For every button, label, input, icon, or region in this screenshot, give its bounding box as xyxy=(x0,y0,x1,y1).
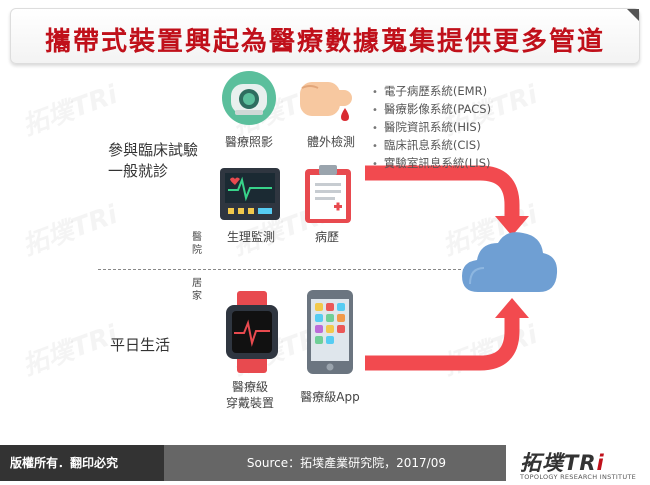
mri-scanner-icon xyxy=(222,71,276,125)
lower-arrow xyxy=(365,316,520,371)
blood-test-icon xyxy=(300,82,352,121)
logo-wordmark: 拓墣TRi xyxy=(520,447,605,477)
system-item: 醫療影像系統(PACS) xyxy=(372,101,491,119)
hospital-side-label: 醫 院 xyxy=(192,232,202,256)
medical-record-caption: 病歷 xyxy=(314,230,339,244)
hospital-systems-list: 電子病歷系統(EMR) 醫療影像系統(PACS) 醫院資訊系統(HIS) 臨床訊… xyxy=(372,83,491,173)
system-item: 實驗室訊息系統(LIS) xyxy=(372,155,491,173)
medical-imaging-caption: 醫療照影 xyxy=(224,135,273,149)
logo-cjk: 拓墣 xyxy=(520,451,564,475)
in-vitro-testing-caption: 體外檢測 xyxy=(306,135,355,149)
copyright-notice: 版權所有．翻印必究 xyxy=(0,445,164,481)
daily-life-label: 平日生活 xyxy=(110,336,171,354)
wearable-caption: 醫療級 穿戴裝置 xyxy=(225,380,274,410)
clipboard-record-icon xyxy=(305,165,351,223)
logo-tr: TR xyxy=(564,451,597,475)
tri-logo: 拓墣TRi TOPOLOGY RESEARCH INSTITUTE xyxy=(506,445,650,485)
upper-arrow xyxy=(365,165,520,218)
physiological-monitoring-caption: 生理監測 xyxy=(226,230,275,244)
footer: 版權所有．翻印必究 Source：拓墣產業研究院，2017/09 拓墣TRi T… xyxy=(0,445,650,485)
cloud-icon xyxy=(462,232,558,292)
system-item: 醫院資訊系統(HIS) xyxy=(372,119,491,137)
logo-i: i xyxy=(596,451,605,475)
logo-subtitle: TOPOLOGY RESEARCH INSTITUTE xyxy=(520,473,637,481)
page-title: 攜帶式裝置興起為醫療數據蒐集提供更多管道 xyxy=(44,27,605,57)
hospital-home-divider xyxy=(98,269,546,270)
system-item: 臨床訊息系統(CIS) xyxy=(372,137,491,155)
app-caption: 醫療級App xyxy=(300,390,360,404)
system-item: 電子病歷系統(EMR) xyxy=(372,83,491,101)
title-bar: 攜帶式裝置興起為醫療數據蒐集提供更多管道 xyxy=(10,8,640,64)
corner-fold xyxy=(627,9,639,21)
lower-arrowhead xyxy=(495,298,529,318)
hospital-context-label: 參與臨床試驗 一般就診 xyxy=(108,141,199,180)
upper-arrowhead xyxy=(495,216,529,236)
home-side-label: 居 家 xyxy=(192,278,202,302)
smartwatch-icon xyxy=(226,291,278,373)
flow-arrows xyxy=(365,165,558,371)
source-note: Source：拓墣產業研究院，2017/09 xyxy=(164,445,506,481)
smartphone-app-icon xyxy=(307,290,353,374)
patient-monitor-icon xyxy=(220,168,280,220)
